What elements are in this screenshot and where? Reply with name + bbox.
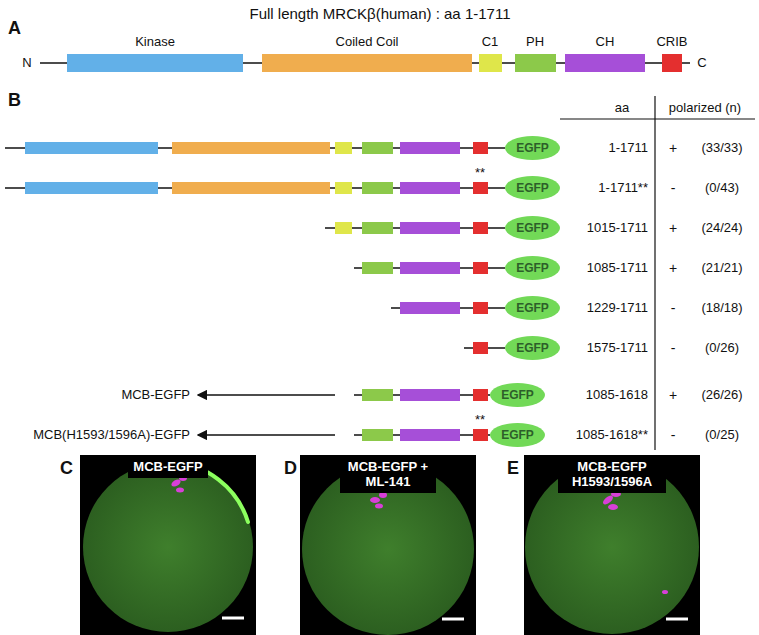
node-text: EGFP [501, 428, 534, 442]
count-cell: (26/26) [701, 388, 742, 403]
polarized-sign: + [669, 387, 677, 403]
crib-domain [662, 54, 682, 72]
construct-row [354, 262, 505, 274]
image-header: MCB-EGFP [128, 457, 207, 478]
domain-name: C1 [482, 35, 499, 50]
egfp-tag: EGFP [505, 336, 560, 360]
panel-letter: B [8, 90, 21, 111]
egfp-tag: EGFP [505, 256, 560, 280]
aa-range: 1-1711 [608, 141, 648, 156]
terminus-label: C [697, 56, 706, 71]
construct-row [464, 342, 505, 354]
domain-name: Kinase [135, 35, 175, 50]
aa-range: 1085-1711 [587, 261, 648, 276]
count-cell: (0/26) [705, 341, 739, 356]
aa-range: 1229-1711 [587, 301, 648, 316]
count-cell: (18/18) [701, 301, 742, 316]
node-text: MCB-EGFP H1593/1596A [563, 460, 661, 490]
egfp-tag: EGFP [490, 423, 545, 447]
panel-title: Full length MRCKβ(human) : aa 1-1711 [250, 5, 511, 22]
pointer-arrow [198, 394, 335, 395]
c1-domain [479, 54, 502, 72]
construct-row [5, 142, 505, 154]
ph-domain [515, 54, 556, 72]
panel-letter: D [284, 458, 297, 479]
egfp-tag: EGFP [505, 216, 560, 240]
aa-range: 1575-1711 [587, 341, 648, 356]
count-cell: (21/21) [701, 261, 742, 276]
polarized-sign: - [671, 340, 676, 356]
construct-row [391, 302, 505, 314]
egfp-tag: EGFP [490, 383, 545, 407]
egfp-tag: EGFP [505, 136, 560, 160]
construct-name: MCB-EGFP [121, 388, 190, 403]
pointer-arrow [198, 434, 335, 435]
terminus-label: N [22, 56, 31, 71]
node-text: EGFP [516, 181, 549, 195]
domain-map [40, 54, 690, 72]
count-cell: (24/24) [701, 221, 742, 236]
construct-row [354, 429, 490, 441]
construct-row [354, 389, 490, 401]
aa-range: 1085-1618 [586, 388, 648, 403]
image-header: MCB-EGFP H1593/1596A [558, 457, 666, 493]
polarized-sign: + [669, 140, 677, 156]
kinase-domain [67, 54, 243, 72]
polarized-sign: + [669, 260, 677, 276]
node-text: EGFP [516, 261, 549, 275]
ch-domain [565, 54, 645, 72]
egfp-tag: EGFP [505, 296, 560, 320]
coiled-coil-domain [262, 54, 472, 72]
panel-letter: E [507, 458, 519, 479]
table-rule [654, 96, 655, 450]
count-cell: (33/33) [701, 141, 742, 156]
egfp-tag: EGFP [505, 176, 560, 200]
table-rule [560, 118, 755, 119]
mutation-mark: ** [475, 413, 485, 428]
domain-name: Coiled Coil [336, 35, 399, 50]
polarized-sign: - [671, 300, 676, 316]
count-cell: (0/25) [705, 428, 739, 443]
node-text: MCB-EGFP [133, 460, 202, 475]
domain-name: PH [526, 35, 544, 50]
node-text: EGFP [501, 388, 534, 402]
polarized-sign: + [669, 220, 677, 236]
node-text: EGFP [516, 341, 549, 355]
micrograph [80, 455, 256, 635]
image-header: MCB-EGFP + ML-141 [340, 457, 436, 493]
micrograph [524, 455, 700, 635]
mutation-mark: ** [475, 166, 485, 181]
polarized-sign: - [671, 427, 676, 443]
construct-name: MCB(H1593/1596A)-EGFP [33, 428, 190, 443]
node-text: EGFP [516, 221, 549, 235]
polarized-sign: - [671, 180, 676, 196]
node-text: EGFP [516, 301, 549, 315]
count-cell: (0/43) [705, 181, 739, 196]
micrograph [300, 455, 476, 635]
panel-letter: C [60, 458, 73, 479]
panel-letter: A [8, 18, 21, 39]
node-text: EGFP [516, 141, 549, 155]
aa-range: 1015-1711 [587, 221, 648, 236]
aa-range: 1-1711** [598, 181, 648, 196]
domain-name: CRIB [656, 35, 687, 50]
construct-row [325, 222, 505, 234]
domain-name: CH [596, 35, 615, 50]
column-header: polarized (n) [669, 101, 741, 116]
node-text: MCB-EGFP + ML-141 [345, 460, 431, 490]
aa-range: 1085-1618** [576, 428, 648, 443]
construct-row [5, 182, 505, 194]
column-header: aa [615, 101, 629, 116]
